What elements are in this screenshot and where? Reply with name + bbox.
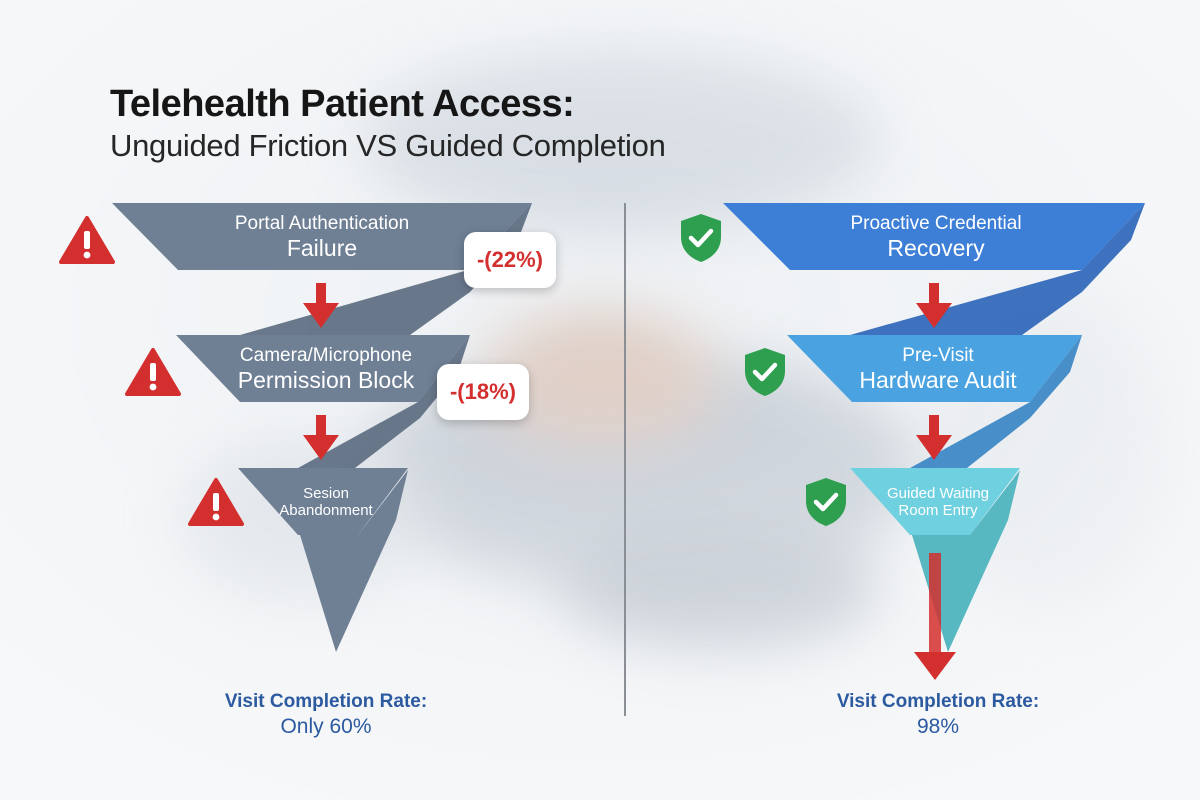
unguided-arrow-1 [303,283,339,328]
unguided-stage-2-shape [176,335,470,402]
unguided-result: Visit Completion Rate: Only 60% [224,691,428,738]
unguided-stage-1-label: Portal Authentication Failure [234,213,410,261]
guided-arrow-final [914,553,956,680]
guided-arrow-2 [916,415,952,460]
drop-badge: -(18%) [437,364,529,420]
unguided-arrow-2 [303,415,339,460]
guided-stage-1-shape [723,203,1145,270]
guided-stage-3-label: Guided Waiting Room Entry [887,485,989,519]
guided-stage-3-shape [850,468,1020,535]
guided-ribbon-2 [910,335,1082,468]
guided-result: Visit Completion Rate: 98% [836,691,1040,738]
guided-stage-2-label: Pre-Visit Hardware Audit [859,345,1017,393]
unguided-stage-1-shape [112,203,532,270]
shield-check-icon [806,478,846,526]
shield-check-icon [681,214,721,262]
guided-stage-1-label: Proactive Credential Recovery [850,213,1022,261]
warning-triangle-icon [59,216,115,264]
page-subtitle: Unguided Friction VS Guided Completion [110,128,666,163]
unguided-stage-3-shape [238,468,408,535]
title-block: Telehealth Patient Access: Unguided Fric… [110,82,666,166]
unguided-stage-3-label: Sesion Abandonment [279,485,373,519]
guided-arrow-1 [916,283,952,328]
unguided-tail [300,470,408,652]
warning-triangle-icon [188,478,244,526]
unguided-ribbon-2 [298,335,470,468]
warning-triangle-icon [125,348,181,396]
center-divider [624,203,626,716]
guided-funnel [723,203,1145,680]
shield-check-icon [745,348,785,396]
unguided-stage-2-label: Camera/Microphone Permission Block [237,345,415,393]
page-title: Telehealth Patient Access: [110,83,575,125]
guided-stage-2-shape [787,335,1082,402]
guided-ribbon-1 [850,203,1145,335]
drop-badge: -(22%) [464,232,556,288]
